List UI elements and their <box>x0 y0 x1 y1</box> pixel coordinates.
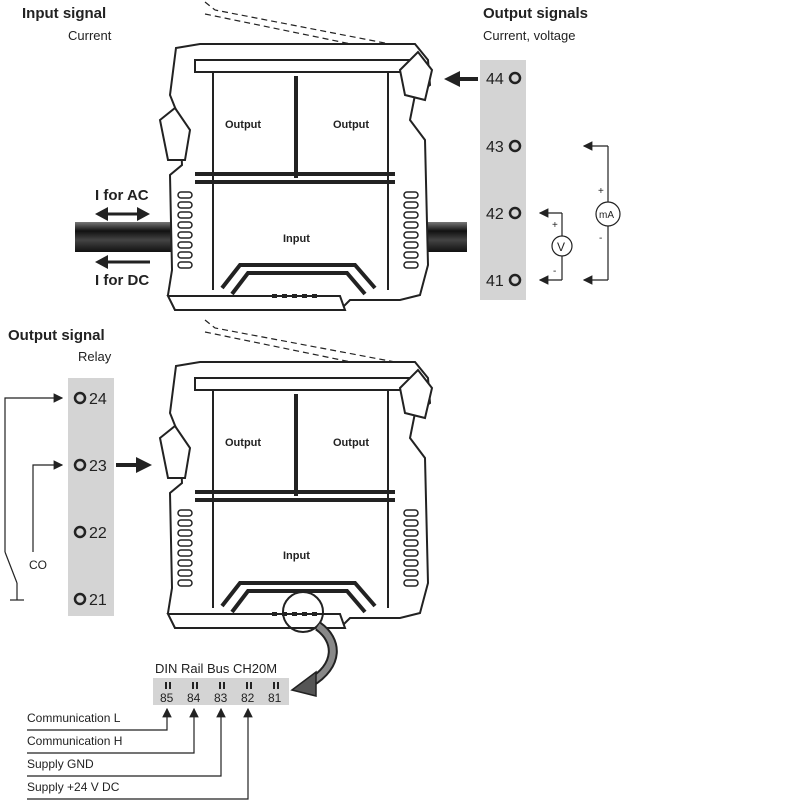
terminal-23-label: 23 <box>89 458 107 475</box>
bus-pin-81: 81 <box>268 691 282 705</box>
bottom-input-label: Input <box>283 550 310 562</box>
terminal-42-label: 42 <box>486 206 504 223</box>
relay-output-subtitle: Relay <box>78 349 112 364</box>
terminal-21: 21 <box>73 592 107 609</box>
bottom-module-housing <box>158 361 434 633</box>
bus-zoom-arrow <box>290 621 338 697</box>
cover-dashed-line-2 <box>204 13 391 53</box>
relay-signal-arrow <box>116 457 152 473</box>
terminal-42: 42 <box>486 206 522 223</box>
top-module-section: Input signal Current Output signals Curr… <box>22 1 621 311</box>
terminal-21-label: 21 <box>89 592 107 609</box>
terminal-24-label: 24 <box>89 391 107 408</box>
relay-terminal-strip <box>68 378 114 616</box>
terminal-22: 22 <box>73 525 107 542</box>
terminal-43: 43 <box>486 139 522 156</box>
top-input-label: Input <box>283 233 310 245</box>
ac-double-arrow <box>95 207 150 221</box>
top-signal-arrow <box>444 71 478 87</box>
input-signal-subtitle: Current <box>68 28 112 43</box>
bus-pin-82: 82 <box>241 691 255 705</box>
bus-line-supply-24v: Supply +24 V DC <box>27 780 120 794</box>
bus-line-supply-gnd: Supply GND <box>27 757 94 771</box>
ammeter-plus: + <box>598 186 604 197</box>
cover-dashed-line-bottom-2 <box>204 331 391 371</box>
bottom-output-right-label: Output <box>333 437 369 449</box>
top-terminal-strip <box>480 60 526 300</box>
bottom-output-left-label: Output <box>225 437 261 449</box>
output-signals-subtitle: Current, voltage <box>483 28 576 43</box>
bus-wires <box>27 707 253 800</box>
dc-arrow <box>95 255 150 269</box>
din-rail-bus-section: DIN Rail Bus CH20M 85 84 83 82 81 Commun… <box>27 621 338 800</box>
top-module-housing <box>158 43 434 311</box>
terminal-23: 23 <box>73 458 107 475</box>
top-output-left-label: Output <box>225 119 261 131</box>
bus-zoom-circle <box>282 591 324 633</box>
bus-line-communication-h: Communication H <box>27 734 122 748</box>
terminal-22-label: 22 <box>89 525 107 542</box>
bus-pin-83: 83 <box>214 691 228 705</box>
ammeter-label: mA <box>599 210 614 221</box>
bottom-module-section: Output signal Relay <box>4 319 434 633</box>
bus-pin-84: 84 <box>187 691 201 705</box>
bus-title: DIN Rail Bus CH20M <box>155 661 277 676</box>
cover-dashed-line <box>204 1 396 46</box>
contact-co-label: CO <box>29 558 47 572</box>
bus-pin-85: 85 <box>160 691 174 705</box>
top-output-right-label: Output <box>333 119 369 131</box>
terminal-44: 44 <box>486 71 522 88</box>
input-signal-title: Input signal <box>22 5 106 22</box>
terminal-24: 24 <box>73 391 107 408</box>
voltmeter-circuit: + - V <box>538 208 573 285</box>
output-signals-title: Output signals <box>483 5 588 22</box>
changeover-contact: CO <box>4 393 64 601</box>
cover-dashed-line-bottom <box>204 319 396 363</box>
bus-line-communication-l: Communication L <box>27 711 121 725</box>
ammeter-minus: - <box>599 233 602 244</box>
dc-label: I for DC <box>95 272 149 289</box>
terminal-43-label: 43 <box>486 139 504 156</box>
terminal-41-label: 41 <box>486 273 504 290</box>
ammeter-circuit: + - mA <box>582 141 621 285</box>
terminal-44-label: 44 <box>486 71 504 88</box>
terminal-41: 41 <box>486 273 522 290</box>
ac-label: I for AC <box>95 187 149 204</box>
voltmeter-plus: + <box>552 220 558 231</box>
relay-output-title: Output signal <box>8 327 105 344</box>
voltmeter-minus: - <box>553 266 556 277</box>
voltmeter-label: V <box>557 240 565 254</box>
